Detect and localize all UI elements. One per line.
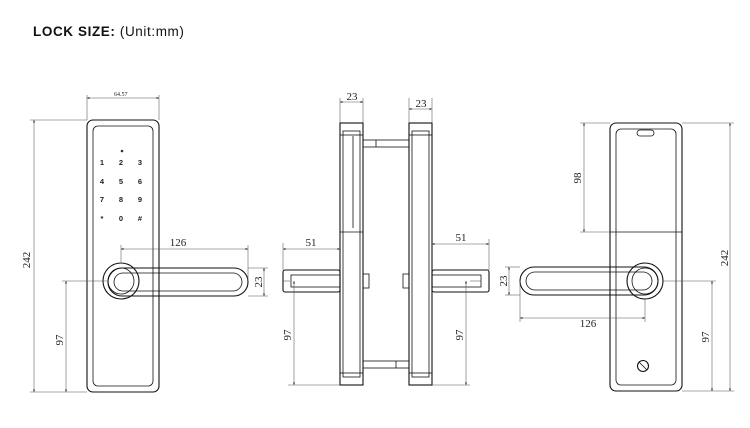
dim-side-left-width: 23 [347,91,359,103]
key-0: 0 [119,214,123,223]
key-5: 5 [119,177,123,186]
side-views: 23 51 97 23 51 97 [282,91,490,386]
dim-back-handle-length: 126 [580,318,597,330]
key-cylinder-icon [636,359,650,373]
dim-back-handle-height: 97 [700,331,712,343]
dim-side-left-handle-height: 97 [282,329,294,341]
dim-side-right-width: 23 [416,98,428,110]
key-2: 2 [119,158,123,167]
dim-back-height: 242 [719,250,731,267]
dim-front-handle-thickness: 23 [253,276,265,288]
dim-front-height: 242 [21,252,33,269]
dim-front-handle-height: 97 [54,334,66,346]
dim-side-right-handle-height: 97 [454,329,466,341]
dim-back-top-height: 98 [572,172,584,184]
unit-label: (Unit:mm) [119,24,185,39]
back-view: 242 98 126 23 97 [498,122,734,392]
back-handle [519,262,664,300]
front-handle [102,262,249,300]
key-8: 8 [119,195,123,204]
lock-size-heading: LOCK SIZE: (Unit:mm) [33,24,185,39]
front-view: 1 2 3 4 5 6 7 8 9 * 0 # 64.57 242 [21,92,268,393]
key-3: 3 [138,158,142,167]
key-1: 1 [100,158,104,167]
dim-front-handle-length: 126 [170,237,187,249]
key-7: 7 [100,195,104,204]
indicator-dot [120,149,124,153]
keypad: 1 2 3 4 5 6 7 8 9 * 0 # [100,149,143,223]
key-6: 6 [138,177,142,186]
dim-side-left-handle: 51 [306,237,317,249]
dim-front-width: 64.57 [114,92,128,98]
key-hash: # [138,214,143,223]
key-9: 9 [138,195,142,204]
key-star: * [101,214,104,223]
key-4: 4 [100,177,105,186]
lock-size-label: LOCK SIZE: [33,24,116,39]
dim-back-handle-thickness: 23 [498,275,510,287]
battery-slot [636,129,655,137]
dim-side-right-handle: 51 [456,232,467,244]
